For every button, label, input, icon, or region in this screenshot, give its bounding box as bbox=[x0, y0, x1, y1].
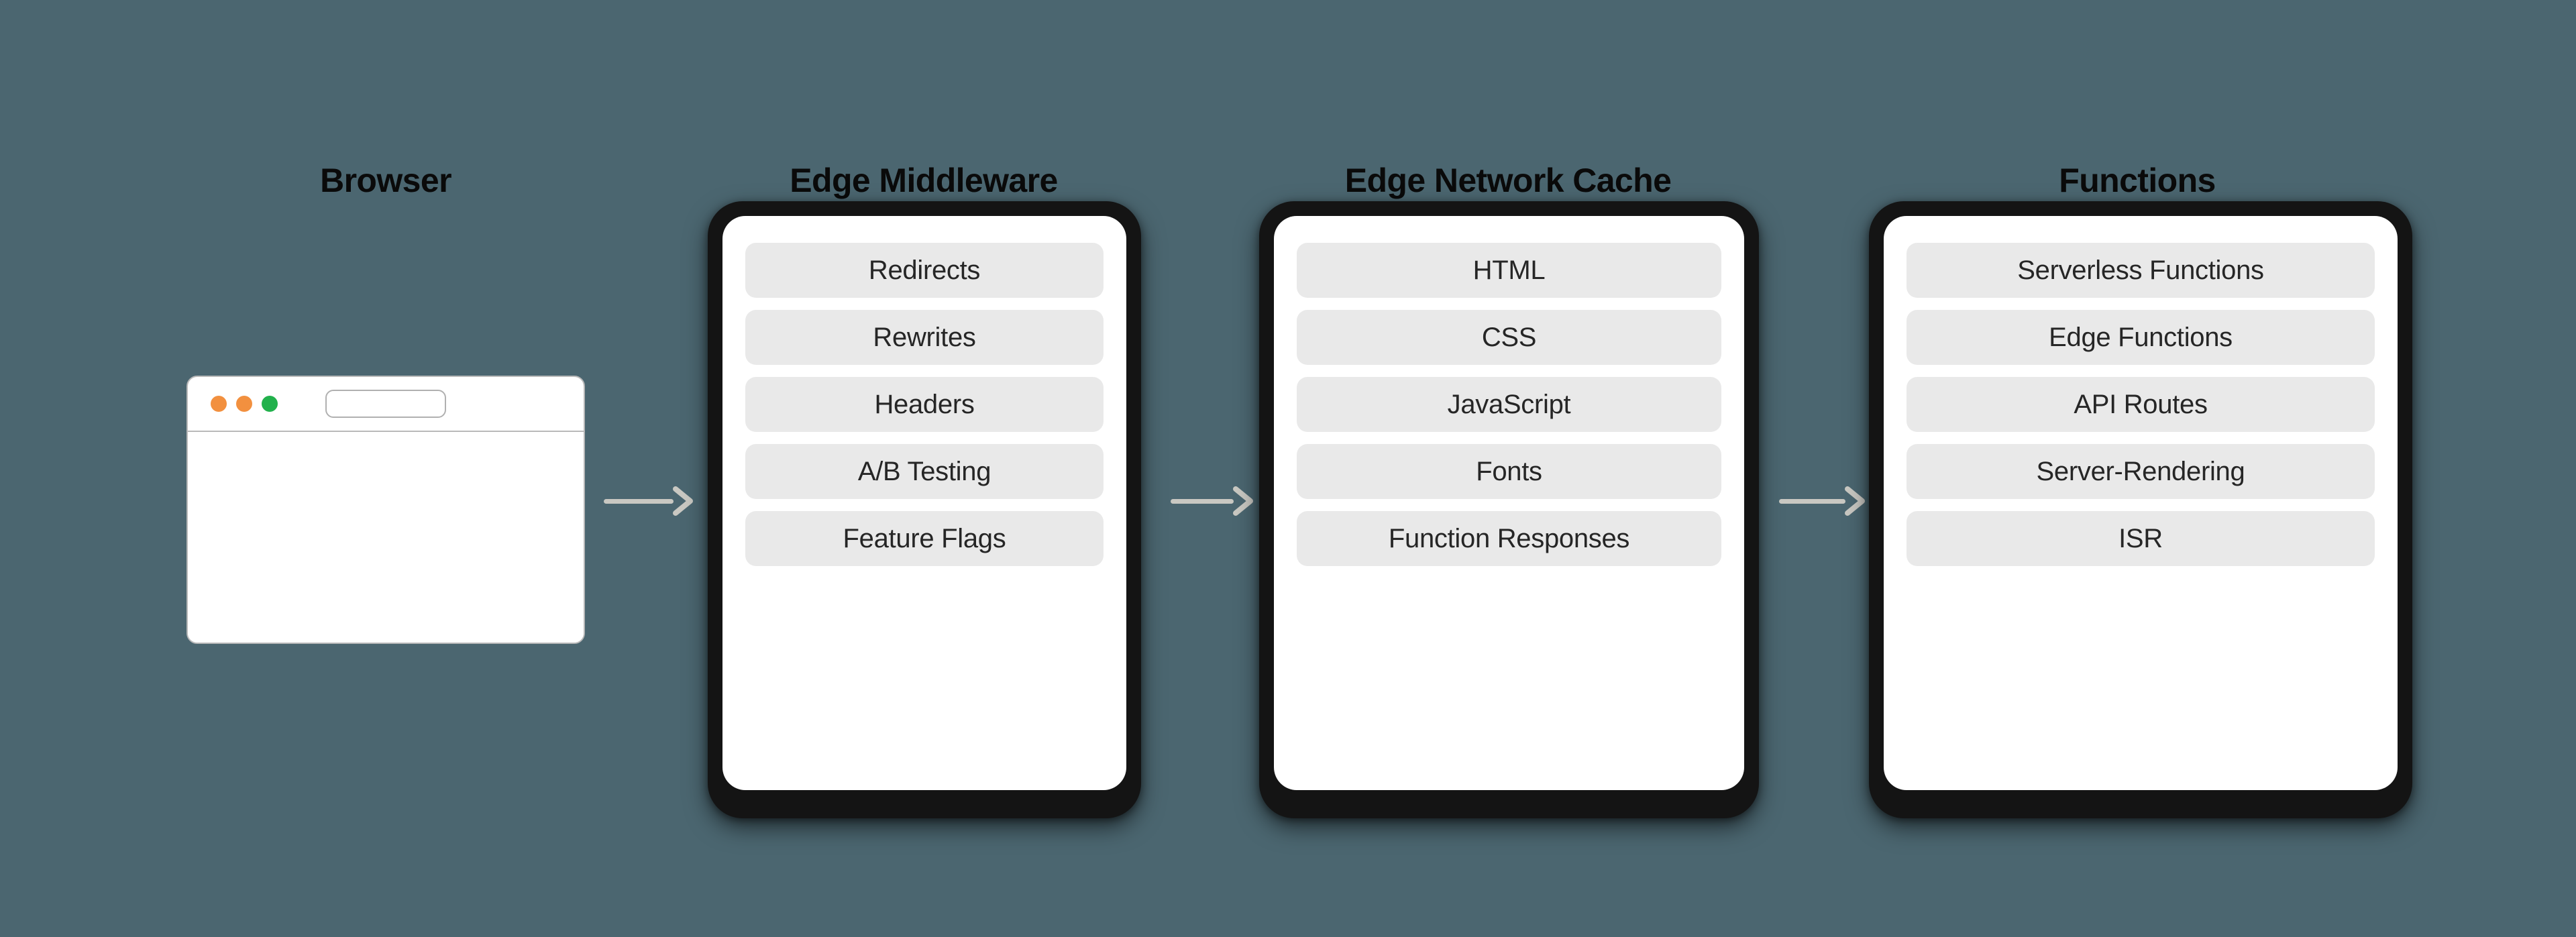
arrow-line bbox=[1171, 498, 1234, 504]
feature-pill[interactable]: Headers bbox=[745, 377, 1104, 432]
browser-viewport bbox=[188, 432, 584, 643]
feature-pill[interactable]: JavaScript bbox=[1297, 377, 1721, 432]
arrow-middleware-to-cache bbox=[1171, 486, 1254, 516]
browser-title: Browser bbox=[320, 162, 451, 199]
device-screen: Serverless Functions Edge Functions API … bbox=[1884, 216, 2398, 790]
browser-window bbox=[186, 376, 585, 644]
stage-card-functions: Serverless Functions Edge Functions API … bbox=[1869, 201, 2412, 818]
device-frame: Serverless Functions Edge Functions API … bbox=[1869, 201, 2412, 818]
close-dot[interactable] bbox=[211, 396, 227, 412]
feature-pill[interactable]: Serverless Functions bbox=[1907, 243, 2375, 298]
stage-title-edge-middleware: Edge Middleware bbox=[790, 162, 1058, 199]
arrow-line bbox=[604, 498, 674, 504]
feature-pill[interactable]: Rewrites bbox=[745, 310, 1104, 365]
stage-card-edge-network-cache: HTML CSS JavaScript Fonts Function Respo… bbox=[1259, 201, 1759, 818]
feature-pill[interactable]: A/B Testing bbox=[745, 444, 1104, 499]
device-screen: Redirects Rewrites Headers A/B Testing F… bbox=[722, 216, 1126, 790]
arrow-head-icon bbox=[1845, 486, 1865, 516]
device-frame: Redirects Rewrites Headers A/B Testing F… bbox=[708, 201, 1141, 818]
feature-pill[interactable]: Feature Flags bbox=[745, 511, 1104, 566]
feature-pill[interactable]: API Routes bbox=[1907, 377, 2375, 432]
device-screen: HTML CSS JavaScript Fonts Function Respo… bbox=[1274, 216, 1744, 790]
stage-card-edge-middleware: Redirects Rewrites Headers A/B Testing F… bbox=[708, 201, 1141, 818]
arrow-head-icon bbox=[1233, 486, 1253, 516]
feature-pill[interactable]: Redirects bbox=[745, 243, 1104, 298]
feature-pill[interactable]: Edge Functions bbox=[1907, 310, 2375, 365]
feature-pill[interactable]: HTML bbox=[1297, 243, 1721, 298]
arrow-head-icon bbox=[673, 486, 693, 516]
feature-pill[interactable]: Function Responses bbox=[1297, 511, 1721, 566]
stage-title-edge-network-cache: Edge Network Cache bbox=[1344, 162, 1672, 199]
feature-pill[interactable]: ISR bbox=[1907, 511, 2375, 566]
browser-chrome bbox=[188, 377, 584, 432]
feature-pill[interactable]: CSS bbox=[1297, 310, 1721, 365]
arrow-cache-to-functions bbox=[1779, 486, 1866, 516]
device-frame: HTML CSS JavaScript Fonts Function Respo… bbox=[1259, 201, 1759, 818]
maximize-dot[interactable] bbox=[262, 396, 278, 412]
browser-stage bbox=[186, 376, 585, 644]
browser-traffic-lights bbox=[211, 396, 278, 412]
feature-pill[interactable]: Server-Rendering bbox=[1907, 444, 2375, 499]
feature-pill[interactable]: Fonts bbox=[1297, 444, 1721, 499]
minimize-dot[interactable] bbox=[236, 396, 252, 412]
arrow-line bbox=[1779, 498, 1845, 504]
stage-title-functions: Functions bbox=[2059, 162, 2216, 199]
arrow-browser-to-middleware bbox=[604, 486, 694, 516]
browser-url-input[interactable] bbox=[325, 390, 446, 418]
